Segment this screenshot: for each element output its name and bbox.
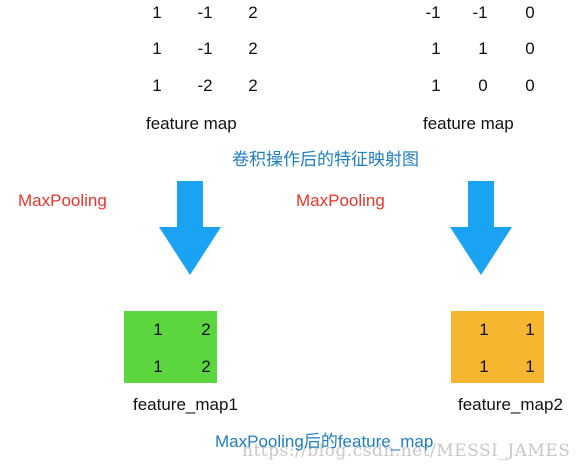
pooled-caption: MaxPooling后的feature_map xyxy=(215,432,434,451)
pooled-cell: 2 xyxy=(201,357,211,376)
pooled-cell: 1 xyxy=(479,357,489,376)
right-maxpooling-label: MaxPooling xyxy=(296,191,385,210)
pooled-cell: 1 xyxy=(479,320,489,339)
matrix-cell: -1 xyxy=(425,3,441,22)
right-down-arrow-icon xyxy=(450,181,512,275)
feature-map1-caption: feature_map1 xyxy=(133,395,238,414)
matrix-cell: 2 xyxy=(248,76,258,95)
feature-map2-box: 1 1 1 1 xyxy=(451,311,544,383)
pooled-cell: 1 xyxy=(153,320,163,339)
matrix-cell: 2 xyxy=(248,3,258,22)
matrix-cell: 1 xyxy=(431,76,441,95)
pooled-cell: 1 xyxy=(525,357,535,376)
pooled-cell: 1 xyxy=(153,357,163,376)
pooled-cell: 2 xyxy=(201,320,211,339)
matrix-cell: 0 xyxy=(478,76,488,95)
watermark-text: https://blog.csdn.net/MESSI_JAMES xyxy=(242,441,571,461)
matrix-cell: 1 xyxy=(431,39,441,58)
left-maxpooling-label: MaxPooling xyxy=(18,191,107,210)
matrix-cell: 1 xyxy=(152,76,162,95)
feature-map2-caption: feature_map2 xyxy=(458,395,563,414)
matrix-cell: -1 xyxy=(197,39,213,58)
right-matrix-caption: feature map xyxy=(423,114,514,133)
matrix-cell: -2 xyxy=(197,76,213,95)
matrix-cell: 0 xyxy=(525,76,535,95)
pooled-cell: 1 xyxy=(525,320,535,339)
convolution-caption: 卷积操作后的特征映射图 xyxy=(232,150,419,169)
matrix-cell: 0 xyxy=(525,3,535,22)
matrix-cell: 1 xyxy=(152,3,162,22)
left-down-arrow-icon xyxy=(159,181,221,275)
matrix-cell: 1 xyxy=(152,39,162,58)
left-matrix-caption: feature map xyxy=(146,114,237,133)
feature-map1-box: 1 2 1 2 xyxy=(124,311,217,383)
matrix-cell: 0 xyxy=(525,39,535,58)
matrix-cell: -1 xyxy=(472,3,488,22)
matrix-cell: 1 xyxy=(478,39,488,58)
matrix-cell: -1 xyxy=(197,3,213,22)
matrix-cell: 2 xyxy=(248,39,258,58)
